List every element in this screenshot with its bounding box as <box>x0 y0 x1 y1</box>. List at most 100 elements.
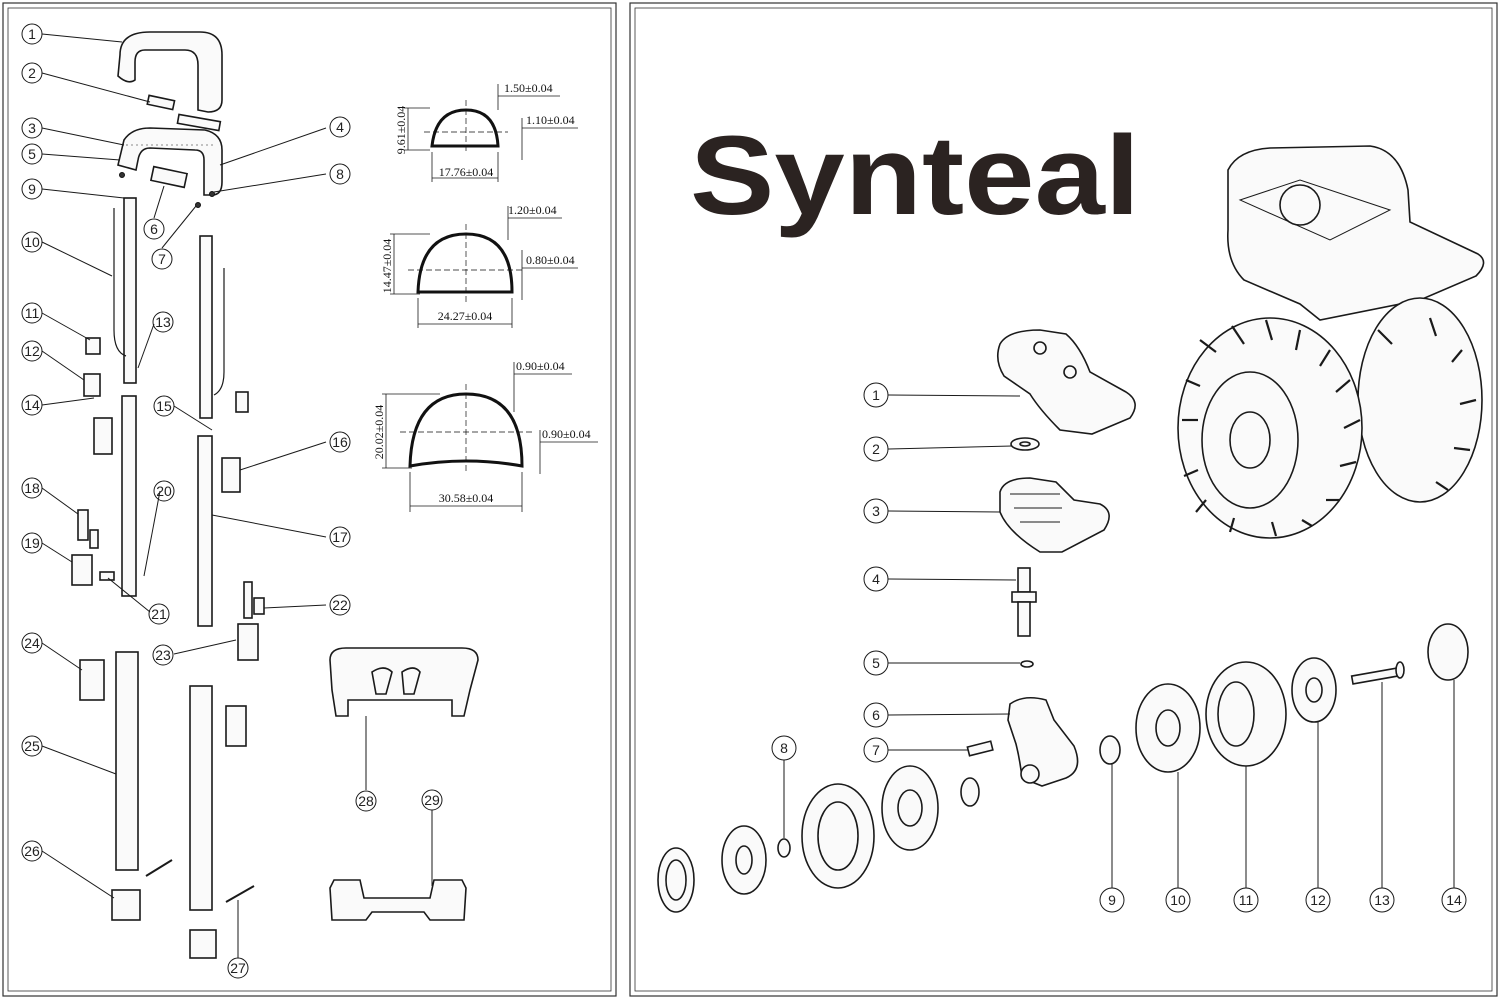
right-callouts: 1 2 3 4 5 6 7 8 9 10 11 12 13 14 <box>771 382 1467 913</box>
callout-label: 11 <box>1239 892 1254 908</box>
swivel-housing <box>999 477 1110 553</box>
latch-block <box>83 373 101 397</box>
retaining-ring <box>1020 660 1034 668</box>
callout-label: 8 <box>780 740 788 756</box>
callout-label: 10 <box>24 234 40 250</box>
callout-label: 16 <box>332 434 348 450</box>
callout-label: 12 <box>24 343 40 359</box>
tire-left-inner <box>817 801 859 871</box>
right-callout-5: 5 <box>863 650 889 676</box>
tube-bracket-right <box>221 457 241 493</box>
left-callout-13: 13 <box>152 311 174 333</box>
caster-fork <box>1007 696 1079 787</box>
right-callout-14: 14 <box>1441 887 1467 913</box>
left-callout-6: 6 <box>143 218 165 240</box>
caster-housing <box>1227 145 1485 321</box>
rivet <box>225 885 255 903</box>
base-mount-slot <box>371 667 393 695</box>
tube-profile-2: 14.47±0.04 24.27±0.04 1.20±0.04 0.80±0.0… <box>380 203 578 328</box>
profile-wall-inner-label: 0.90±0.04 <box>542 427 591 441</box>
callout-label: 5 <box>872 655 880 671</box>
callout-label: 4 <box>336 119 344 135</box>
right-callout-4: 4 <box>863 566 889 592</box>
middle-tube-left <box>121 395 137 597</box>
right-callout-8: 8 <box>771 735 797 761</box>
callout-label: 22 <box>332 597 348 613</box>
assembled-caster-wheel <box>1177 145 1485 539</box>
profile-width-label: 24.27±0.04 <box>438 309 493 323</box>
callout-label: 13 <box>1374 892 1390 908</box>
left-panel-inner-frame <box>7 7 612 992</box>
axle-pin-short <box>966 740 994 757</box>
left-callout-26: 26 <box>21 840 43 862</box>
profile-height-label: 20.02±0.04 <box>372 405 386 460</box>
top-mounting-plate <box>996 329 1136 435</box>
release-cable <box>113 208 127 357</box>
housing-top-ribs <box>1238 179 1392 241</box>
middle-tube-right <box>197 435 213 627</box>
callout-label: 10 <box>1170 892 1186 908</box>
right-callout-7: 7 <box>863 737 889 763</box>
right-callout-2: 2 <box>863 436 889 462</box>
dimension-lines <box>382 362 598 512</box>
left-callout-23: 23 <box>152 644 174 666</box>
tire-right-inner <box>1217 681 1255 747</box>
callout-label: 17 <box>332 529 348 545</box>
profile-outline <box>416 232 514 294</box>
lower-tube-right <box>189 685 213 911</box>
left-callout-15: 15 <box>153 395 175 417</box>
right-callout-6: 6 <box>863 702 889 728</box>
callout-label: 2 <box>28 65 36 81</box>
callout-label: 26 <box>24 843 40 859</box>
left-callout-19: 19 <box>21 532 43 554</box>
bearing-right <box>1099 735 1121 765</box>
base-plate <box>329 879 467 921</box>
swivel-pin-collar <box>1011 591 1037 603</box>
tube-cap-upper <box>79 659 105 701</box>
callout-label: 20 <box>156 483 172 499</box>
lower-tube-left <box>115 651 139 871</box>
hub-cap-left-inner <box>665 859 687 901</box>
swivel-pin-top <box>1017 567 1031 593</box>
callout-label: 9 <box>1108 892 1116 908</box>
lock-pin-right <box>243 581 253 619</box>
callout-label: 27 <box>230 960 246 976</box>
left-callout-17: 17 <box>329 526 351 548</box>
upper-tube-right <box>199 235 213 419</box>
left-callout-leaders <box>41 33 433 958</box>
callout-label: 3 <box>872 503 880 519</box>
wheel-axle <box>1350 667 1400 685</box>
release-cable-right <box>213 268 225 396</box>
spring-right <box>253 597 265 615</box>
left-callout-18: 18 <box>21 477 43 499</box>
right-panel-inner-frame <box>634 7 1493 992</box>
handle-grip <box>117 31 223 113</box>
left-callout-8: 8 <box>329 163 351 185</box>
right-callout-13: 13 <box>1369 887 1395 913</box>
handle-insert-left <box>146 94 176 111</box>
right-parts-drawing <box>657 329 1469 913</box>
left-callout-25: 25 <box>21 735 43 757</box>
left-callout-3: 3 <box>21 117 43 139</box>
screw <box>195 202 201 208</box>
right-callout-3: 3 <box>863 498 889 524</box>
housing-swivel-boss <box>1279 184 1321 226</box>
hub-cap-right <box>1427 623 1469 681</box>
left-callouts: 1 2 3 4 5 6 7 8 9 10 11 12 13 14 15 16 1… <box>21 23 443 979</box>
right-callout-1: 1 <box>863 382 889 408</box>
left-callout-16: 16 <box>329 431 351 453</box>
left-callout-5: 5 <box>21 143 43 165</box>
screw <box>209 191 215 197</box>
right-callout-9: 9 <box>1099 887 1125 913</box>
left-callout-27: 27 <box>227 957 249 979</box>
profile-height-label: 9.61±0.04 <box>394 106 408 155</box>
callout-label: 1 <box>28 26 36 42</box>
left-callout-29: 29 <box>421 789 443 811</box>
callout-label: 7 <box>872 742 880 758</box>
lock-housing-right <box>237 623 259 661</box>
callout-label: 25 <box>24 738 40 754</box>
lock-housing <box>71 554 93 586</box>
profile-width-label: 17.76±0.04 <box>439 165 494 179</box>
front-wheel-bearing <box>1229 411 1271 469</box>
callout-label: 19 <box>24 535 40 551</box>
